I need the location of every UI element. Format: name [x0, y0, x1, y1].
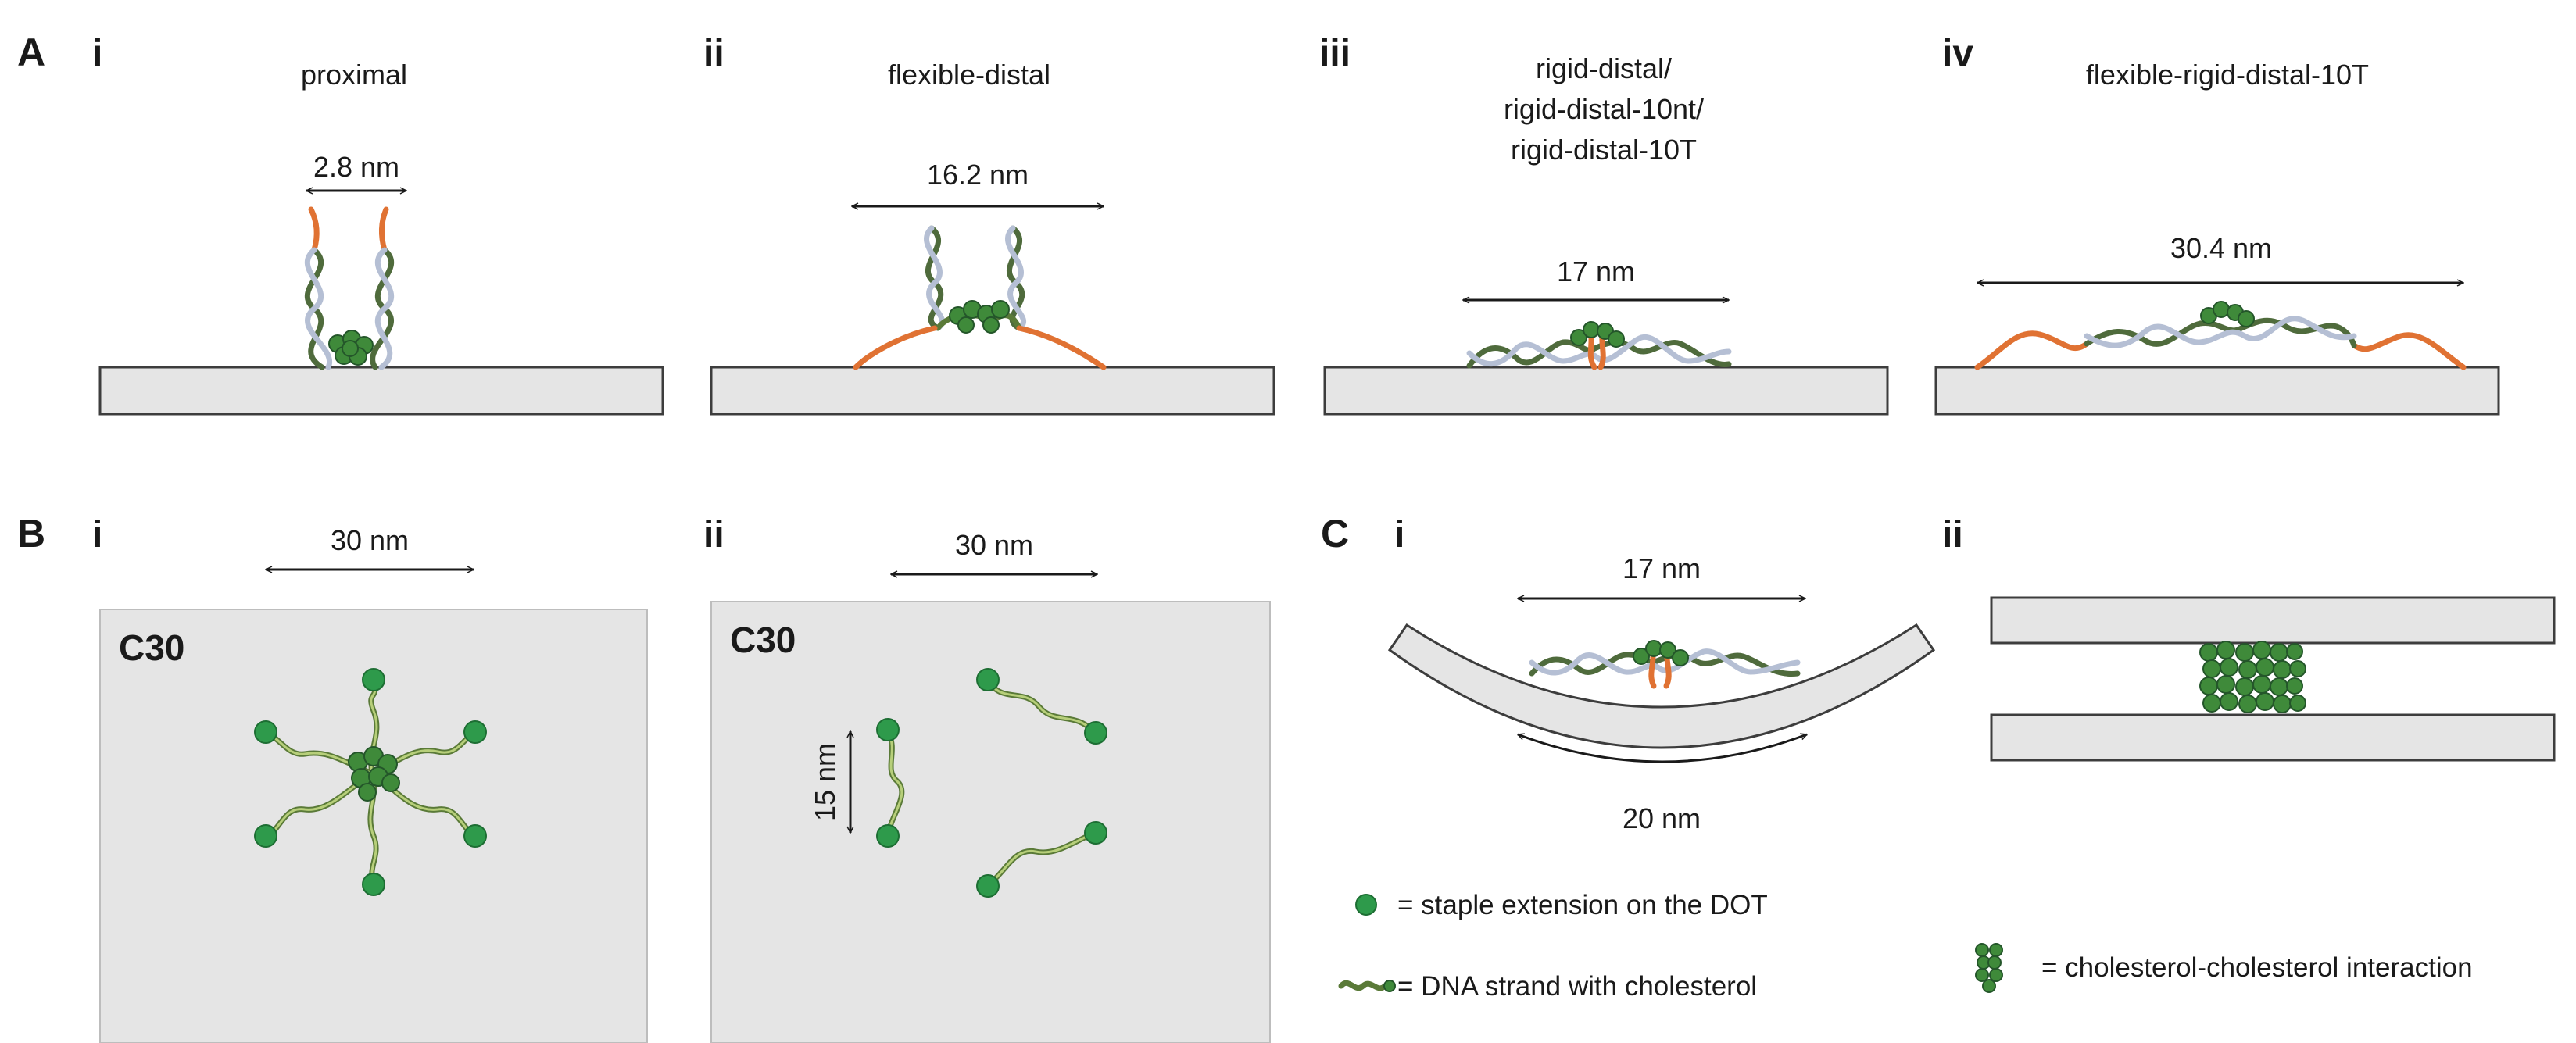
panel-a-iii-cholesterol-cluster — [1570, 321, 1625, 348]
panel-a-ii-surface — [710, 366, 1275, 416]
panel-b-ii-dot-surface — [710, 601, 1271, 1043]
panel-a-i-numeral: i — [92, 33, 102, 74]
panel-b-i-staple-dots — [254, 668, 487, 896]
panel-c-ii-top-surface — [1990, 596, 2556, 645]
panel-a-iii-numeral: iii — [1319, 33, 1351, 74]
panel-b-ii-c30-label: C30 — [730, 620, 796, 660]
panel-a-i-cholesterol-cluster — [328, 330, 374, 366]
panel-a-iii-title-line2: rigid-distal-10nt/ — [1504, 93, 1704, 125]
panel-a-iii-title-line1: rigid-distal/ — [1536, 52, 1672, 84]
panel-a-iii-dimension-label: 17 nm — [1557, 255, 1635, 288]
panel-a-iii-title-line3: rigid-distal-10T — [1511, 134, 1697, 166]
panel-c-i-top-dimension-label: 17 nm — [1623, 552, 1701, 584]
panel-a-ii-dimension-label: 16.2 nm — [927, 159, 1029, 191]
panel-a-ii-numeral: ii — [703, 33, 724, 74]
panel-b-i-cholesterol-cluster — [348, 746, 400, 802]
section-label-c: C — [1321, 512, 1349, 555]
panel-c-i-numeral: i — [1394, 514, 1404, 555]
section-label-b: B — [17, 512, 45, 555]
panel-b-i-numeral: i — [92, 514, 102, 555]
panel-c-ii-bottom-surface — [1990, 713, 2556, 762]
panel-c-i-curved-surface — [1387, 623, 1936, 749]
panel-a-ii-dna-duplexes — [853, 225, 1107, 370]
panel-a-iv-dimension-label: 30.4 nm — [2170, 232, 2272, 264]
panel-a-i-dna-duplexes — [305, 206, 394, 370]
legend-chol-interaction-icon — [1975, 943, 2003, 993]
panel-c-i-bottom-dimension-label: 20 nm — [1623, 802, 1701, 834]
panel-b-ii-dimension-label: 30 nm — [955, 529, 1033, 561]
panel-a-iv-numeral: iv — [1942, 33, 1973, 74]
panel-b-i-c30-label: C30 — [119, 627, 184, 668]
legend-chol-interaction-label: = cholesterol-cholesterol interaction — [2041, 952, 2473, 983]
panel-a-i-dimension-label: 2.8 nm — [313, 151, 399, 183]
panel-b-ii-strands — [885, 680, 1097, 886]
panel-b-ii-numeral: ii — [703, 514, 724, 555]
panel-c-i-bottom-dimension-arrow — [1518, 734, 1807, 763]
section-label-a: A — [17, 30, 45, 74]
panel-a-i-title: proximal — [301, 59, 407, 91]
legend-dna-strand-label: = DNA strand with cholesterol — [1397, 971, 1757, 1002]
legend-staple-dot-icon — [1355, 894, 1377, 916]
panel-a-ii-cholesterol-cluster — [949, 300, 1010, 334]
panel-b-ii-vertical-dimension-label: 15 nm — [809, 743, 841, 821]
panel-a-iv-dna-duplexes — [1974, 316, 2467, 370]
panel-a-ii-title: flexible-distal — [888, 59, 1050, 91]
panel-a-iv-cholesterol-cluster — [2200, 301, 2255, 327]
panel-b-ii-staple-dots — [876, 668, 1107, 898]
panel-a-i-surface — [98, 366, 664, 416]
panel-a-iii-surface — [1323, 366, 1889, 416]
panel-c-i-cholesterol-cluster — [1633, 640, 1689, 666]
panel-a-iv-title: flexible-rigid-distal-10T — [2086, 59, 2369, 91]
panel-b-i-dimension-label: 30 nm — [331, 524, 409, 556]
legend-dna-strand-icon — [1338, 980, 1396, 992]
legend-staple-extension-label: = staple extension on the DOT — [1397, 890, 1768, 920]
panel-a-iv-surface — [1934, 366, 2500, 416]
panel-c-ii-cholesterol-pillar — [2199, 641, 2306, 713]
panel-c-ii-numeral: ii — [1942, 514, 1963, 555]
